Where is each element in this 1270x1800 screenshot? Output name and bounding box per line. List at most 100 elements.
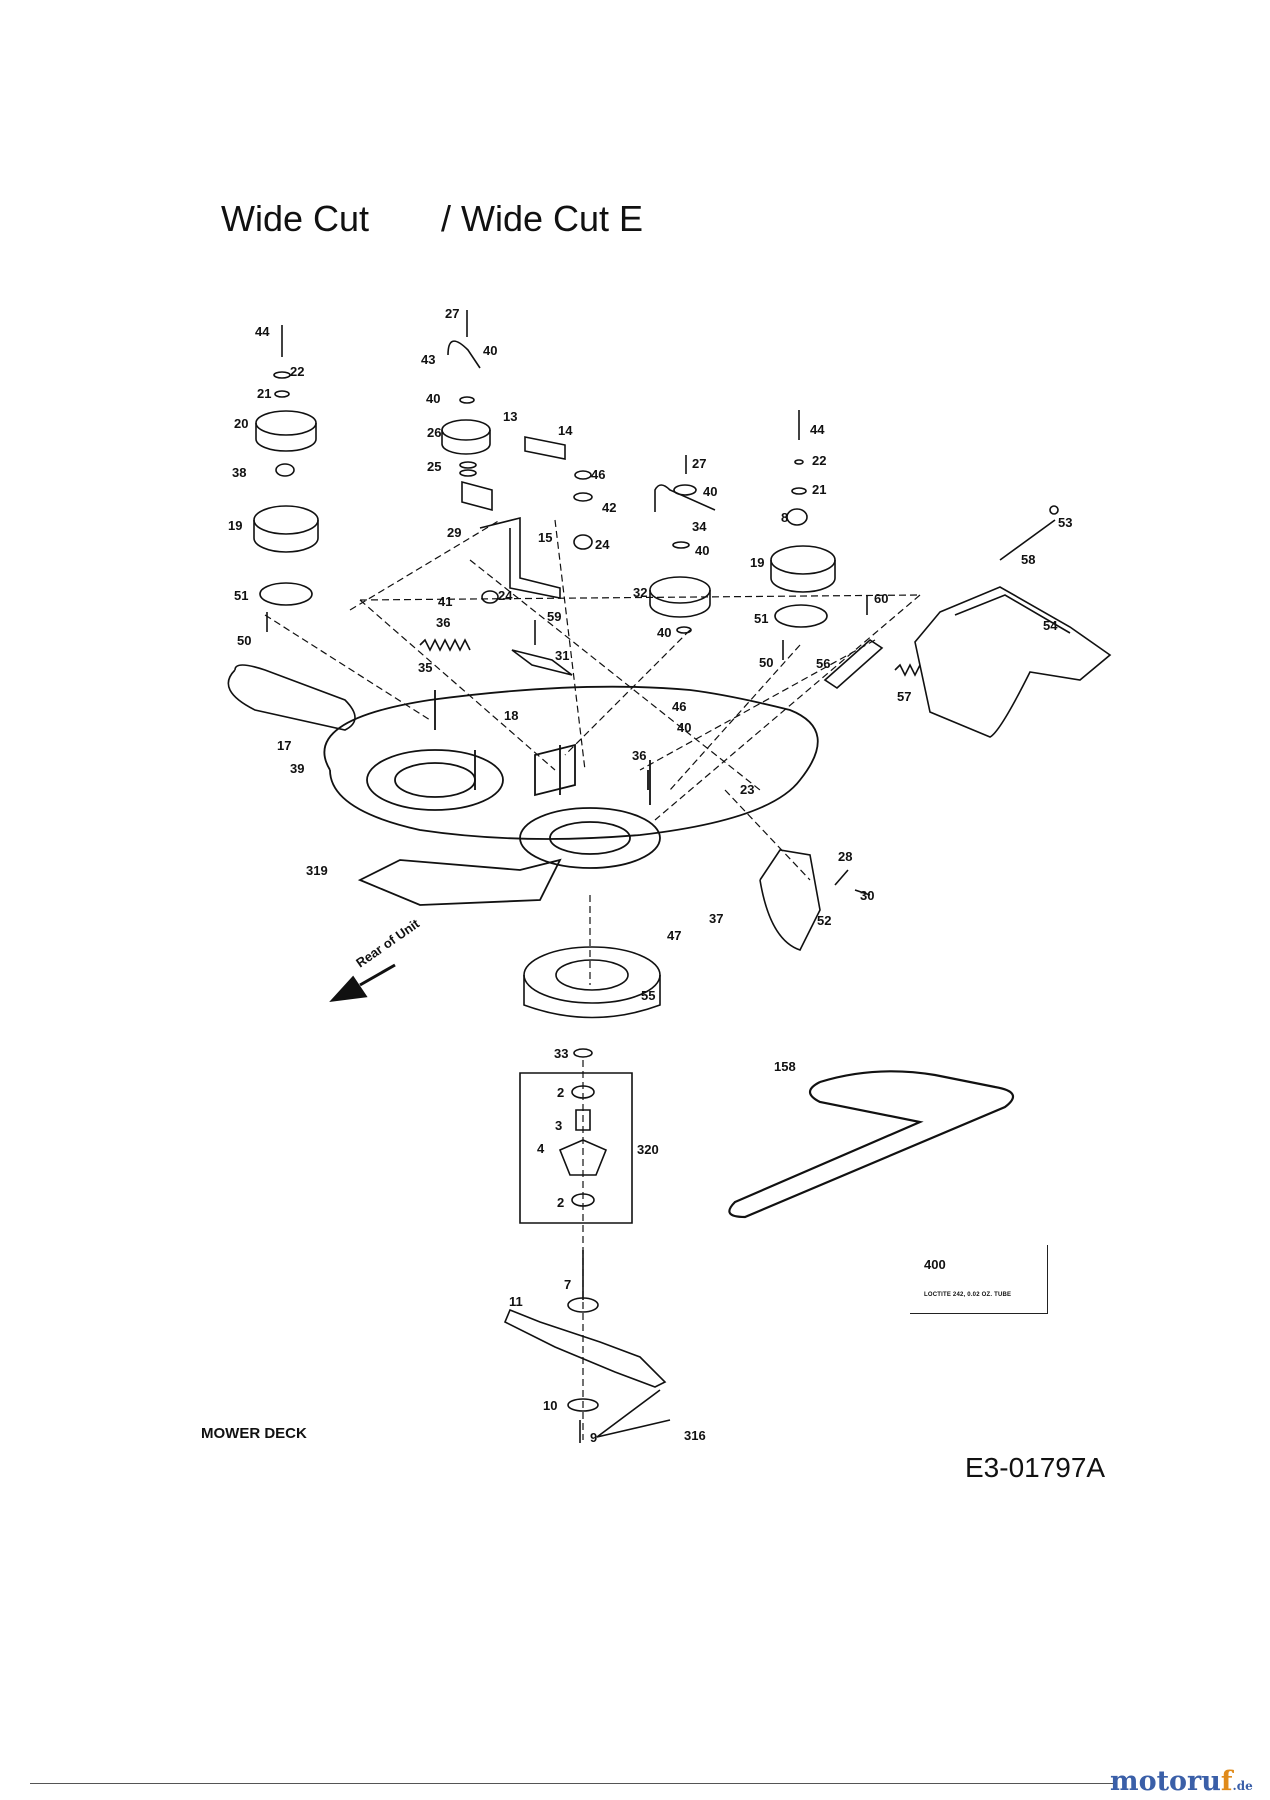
callout-58: 58 [1021,552,1035,567]
callout-46: 46 [591,467,605,482]
brand-name: motoru [1110,1766,1221,1797]
callout-60: 60 [874,591,888,606]
callout-2: 2 [557,1085,564,1100]
callout-13: 13 [503,409,517,424]
callout-56: 56 [816,656,830,671]
mower-deck-319 [323,685,819,906]
brand-logo[interactable]: motoruf.de [1110,1766,1253,1797]
bracket-56 [823,638,921,690]
callout-19: 19 [750,555,764,570]
callout-31: 31 [555,648,569,663]
right-center-pulley [649,455,716,634]
diagram-code: E3-01797A [965,1452,1106,1483]
callout-32: 32 [633,585,647,600]
spindle-assembly-box-320 [519,1072,633,1224]
compound-description: LOCTITE 242, 0.02 OZ. TUBE [924,1292,1012,1298]
belt-keeper-17 [227,664,356,731]
callout-319: 319 [306,863,328,878]
compound-number: 400 [924,1257,946,1272]
callout-29: 29 [447,525,461,540]
callout-36: 36 [632,748,646,763]
callout-24: 24 [595,537,610,552]
callout-7: 7 [564,1277,571,1292]
callout-34: 34 [692,519,707,534]
callout-59: 59 [547,609,561,624]
callout-50: 50 [237,633,251,648]
section-label: MOWER DECK [201,1425,307,1442]
callout-22: 22 [290,364,304,379]
callout-54: 54 [1043,618,1058,633]
diagram-title-wide-cut-e: / Wide Cut E [441,198,644,239]
callout-33: 33 [554,1046,568,1061]
rear-of-unit-label: Rear of Unit [353,916,423,971]
callout-41: 41 [438,594,452,609]
center-bushings [481,470,593,676]
callout-40: 40 [426,391,440,406]
callout-8: 8 [781,510,788,525]
callout-27: 27 [445,306,459,321]
callout-20: 20 [234,416,248,431]
callout-44: 44 [810,422,825,437]
callout-18: 18 [504,708,518,723]
callout-27: 27 [692,456,706,471]
brand-name-accent: f [1220,1766,1233,1797]
center-pulley-stack [441,310,566,599]
callout-3: 3 [555,1118,562,1133]
right-idler-pulley-stack [770,410,868,660]
callout-40: 40 [657,625,671,640]
assembly-lines [264,519,921,1440]
callout-22: 22 [812,453,826,468]
callout-55: 55 [641,988,655,1003]
callout-52: 52 [817,913,831,928]
callout-21: 21 [257,386,271,401]
callout-15: 15 [538,530,552,545]
callout-28: 28 [838,849,852,864]
callout-46: 46 [672,699,686,714]
spindle-housing-55 [523,946,661,1058]
callout-40: 40 [695,543,709,558]
rear-of-unit-arrow-icon [329,963,396,1002]
callout-320: 320 [637,1142,659,1157]
callout-4: 4 [537,1141,545,1156]
part-callouts: 44 22 21 20 38 19 51 50 17 39 319 27 40 … [228,306,1072,1445]
callout-50: 50 [759,655,773,670]
callout-11: 11 [509,1294,523,1309]
callout-23: 23 [740,782,754,797]
callout-30: 30 [860,888,874,903]
callout-9: 9 [590,1430,597,1445]
callout-19: 19 [228,518,242,533]
callout-25: 25 [427,459,441,474]
belt-shroud-52 [759,849,871,951]
discharge-chute-54 [914,505,1112,738]
callout-36: 36 [436,615,450,630]
callout-14: 14 [558,423,573,438]
callout-51: 51 [754,611,768,626]
callout-42: 42 [602,500,616,515]
callout-40: 40 [677,720,691,735]
left-idler-pulley-stack [253,325,319,632]
callout-26: 26 [427,425,441,440]
callout-51: 51 [234,588,248,603]
callout-53: 53 [1058,515,1072,530]
callout-35: 35 [418,660,432,675]
spring-35 [419,638,471,652]
mower-blade-11 [503,1250,671,1443]
callout-316: 316 [684,1428,706,1443]
callout-43: 43 [421,352,435,367]
callout-158: 158 [774,1059,796,1074]
callout-21: 21 [812,482,826,497]
callout-10: 10 [543,1398,557,1413]
callout-17: 17 [277,738,291,753]
callout-39: 39 [290,761,304,776]
loctite-compound-box: 400 LOCTITE 242, 0.02 OZ. TUBE [910,1245,1048,1314]
drive-belt-158 [728,1070,1015,1219]
callout-40: 40 [483,343,497,358]
callout-57: 57 [897,689,911,704]
callout-37: 37 [709,911,723,926]
callout-44: 44 [255,324,270,339]
diagram-title-wide-cut: Wide Cut [221,198,370,239]
callout-24: 24 [498,588,513,603]
callout-2: 2 [557,1195,564,1210]
callout-40: 40 [703,484,717,499]
